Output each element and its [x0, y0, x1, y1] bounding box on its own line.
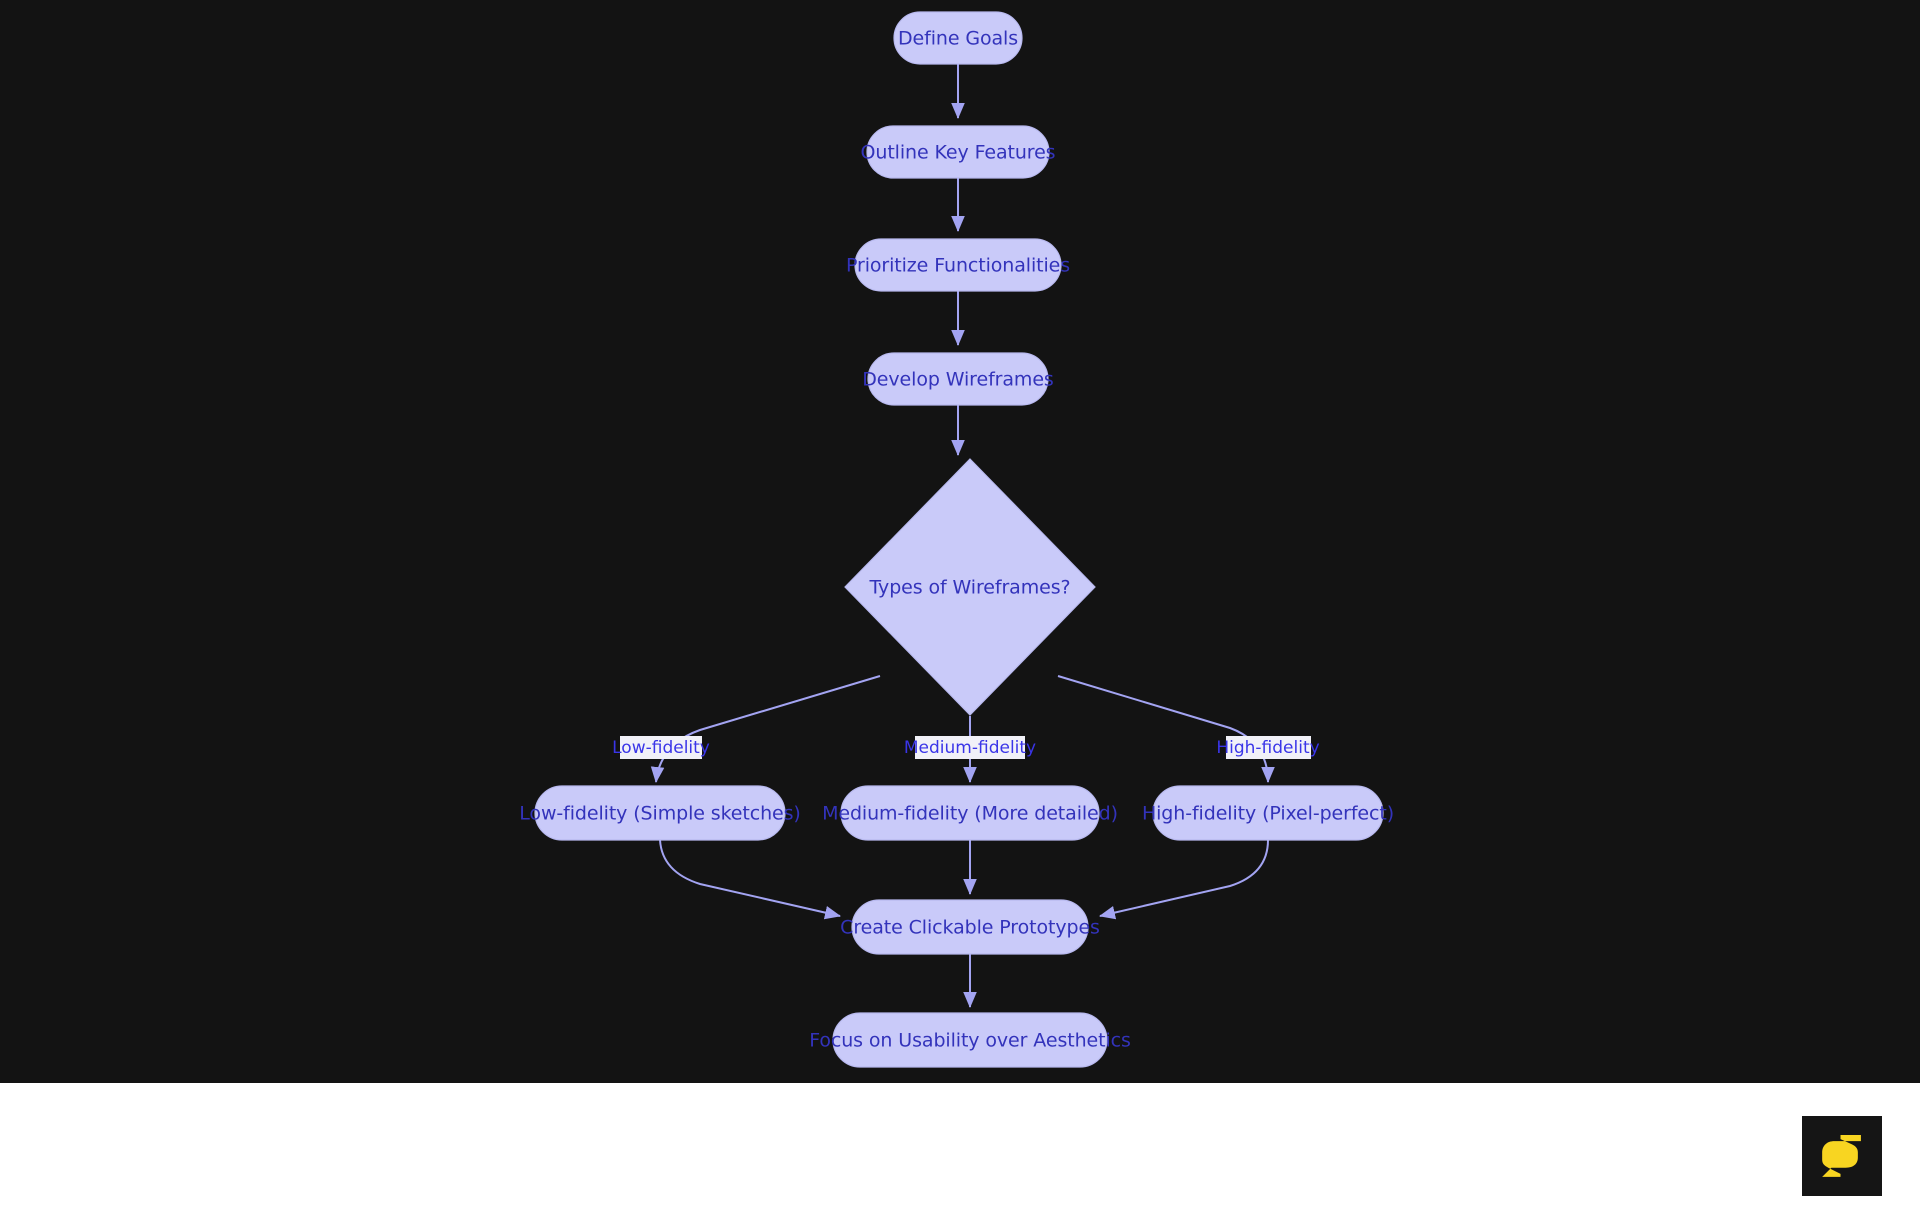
node-create-clickable-prototypes[interactable]: Create Clickable Prototypes	[840, 899, 1100, 955]
edge-types-of-wireframes-to-low-fidelity	[650, 675, 881, 783]
node-label-focus-on-usability-over-aesthetics: Focus on Usability over Aesthetics	[809, 1030, 1131, 1052]
edge-label-medium-fidelity: Medium-fidelity	[904, 736, 1036, 759]
edge-high-fidelity-to-create-clickable-prototypes	[1099, 839, 1269, 920]
node-develop-wireframes[interactable]: Develop Wireframes	[862, 352, 1054, 406]
edge-labels-layer: Low-fidelity Medium-fidelity High-fideli…	[612, 736, 1320, 759]
node-define-goals[interactable]: Define Goals	[893, 11, 1023, 65]
node-outline-key-features[interactable]: Outline Key Features	[861, 125, 1056, 179]
brand-logo	[1802, 1116, 1882, 1196]
edge-label-low-fidelity: Low-fidelity	[612, 736, 710, 759]
edge-label-text-low-fidelity: Low-fidelity	[612, 738, 710, 758]
node-label-types-of-wireframes: Types of Wireframes?	[869, 577, 1071, 599]
edges-layer	[650, 64, 1275, 1008]
node-types-of-wireframes[interactable]: Types of Wireframes?	[844, 458, 1096, 716]
edge-label-text-medium-fidelity: Medium-fidelity	[904, 738, 1036, 758]
node-label-define-goals: Define Goals	[898, 28, 1018, 50]
node-label-low-fidelity: Low-fidelity (Simple sketches)	[519, 803, 800, 825]
edge-types-of-wireframes-to-high-fidelity	[1057, 675, 1275, 783]
node-low-fidelity[interactable]: Low-fidelity (Simple sketches)	[519, 785, 801, 841]
edge-label-text-high-fidelity: High-fidelity	[1216, 738, 1319, 758]
node-label-prioritize-functionalities: Prioritize Functionalities	[846, 255, 1070, 277]
node-medium-fidelity[interactable]: Medium-fidelity (More detailed)	[822, 785, 1118, 841]
edge-label-high-fidelity: High-fidelity	[1216, 736, 1320, 759]
node-label-high-fidelity: High-fidelity (Pixel-perfect)	[1142, 803, 1394, 825]
node-label-develop-wireframes: Develop Wireframes	[862, 369, 1053, 391]
nodes-layer: Define Goals Outline Key Features Priori…	[519, 11, 1394, 1068]
node-label-outline-key-features: Outline Key Features	[861, 142, 1056, 164]
node-prioritize-functionalities[interactable]: Prioritize Functionalities	[846, 238, 1070, 292]
flowchart-svg: Define Goals Outline Key Features Priori…	[519, 11, 1394, 1068]
s-logo-icon	[1822, 1135, 1861, 1177]
node-label-create-clickable-prototypes: Create Clickable Prototypes	[840, 917, 1100, 939]
node-high-fidelity[interactable]: High-fidelity (Pixel-perfect)	[1142, 785, 1394, 841]
edge-low-fidelity-to-create-clickable-prototypes	[659, 839, 841, 920]
node-focus-on-usability-over-aesthetics[interactable]: Focus on Usability over Aesthetics	[809, 1012, 1131, 1068]
node-label-medium-fidelity: Medium-fidelity (More detailed)	[822, 803, 1118, 825]
